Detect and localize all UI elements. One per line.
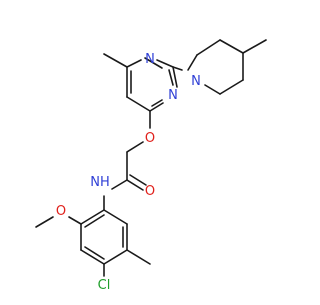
atom-label-n-pyrimidine-top: N (145, 52, 155, 67)
bond (172, 66, 178, 88)
bond (103, 53, 128, 68)
bond (126, 249, 151, 265)
bond (144, 57, 163, 69)
bond (219, 79, 244, 95)
atom-label-n-piperidine: N (191, 74, 201, 89)
bonds (35, 39, 267, 277)
bond (126, 59, 142, 68)
bond (68, 216, 82, 225)
atom-label-o-carbonyl: O (145, 184, 155, 199)
bond (172, 66, 183, 71)
atom-label-nh-amide: NH (90, 175, 110, 190)
atom-label-o-ether: O (145, 131, 155, 146)
atom-label-n-pyrimidine-bottom: N (168, 88, 178, 103)
molecule-diagram: N N N O O NH O Cl (35, 39, 267, 293)
atom-label-cl: Cl (98, 278, 111, 293)
bond (111, 179, 128, 190)
bond (149, 102, 164, 112)
bond (84, 246, 105, 260)
bond (126, 179, 144, 191)
bond (84, 214, 105, 228)
bond (187, 54, 198, 71)
bond (126, 141, 144, 153)
bond (80, 209, 105, 225)
bond (103, 249, 128, 265)
bond (168, 69, 174, 86)
atom-labels: N N N O O NH O Cl (56, 52, 201, 293)
bond (219, 39, 244, 54)
bond (126, 96, 151, 112)
bond (80, 249, 105, 265)
atom-label-o-methoxy: O (56, 204, 66, 219)
bond (242, 39, 267, 54)
bond (156, 59, 174, 68)
structure-canvas: N N N O O NH O Cl (35, 39, 267, 293)
bond (151, 99, 163, 107)
bond (103, 209, 128, 225)
bond (35, 216, 54, 228)
bond (196, 39, 221, 56)
bond (204, 84, 221, 95)
bond (129, 174, 147, 186)
